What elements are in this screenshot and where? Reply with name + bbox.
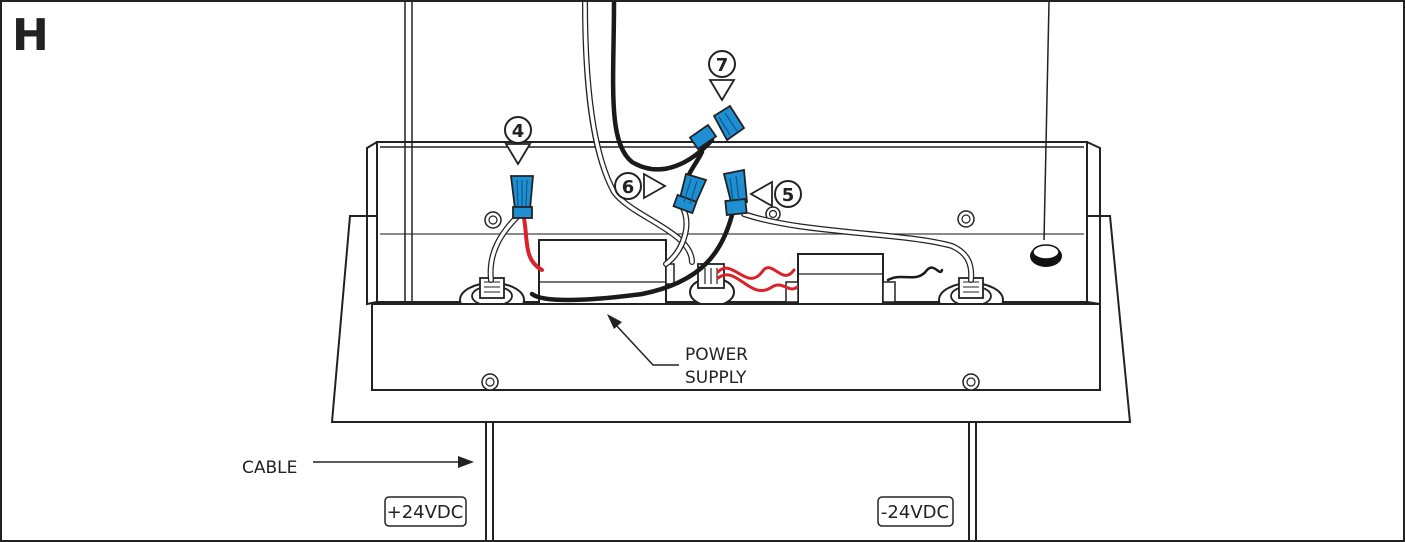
screw-back-right [957,210,975,228]
red-wire-terminal-2 [716,273,799,292]
cable-arrow [313,456,474,468]
black-wire-psu [529,212,735,303]
callout-5: 5 [749,180,802,208]
red-wire-terminal-1 [716,266,796,280]
wire-nut-5 [722,168,748,216]
callout-6: 6 [614,172,667,200]
panel-letter: H [12,10,49,61]
callout-5-number: 5 [782,185,795,206]
power-supply-unit [538,239,675,315]
wire-nut-6 [672,172,708,215]
transformer [785,253,896,310]
screw-front-right [962,373,980,391]
minus-voltage-text: -24VDC [881,502,949,523]
callout-4: 4 [504,116,532,166]
support-rod-right [1043,2,1050,241]
knurled-knob [1030,244,1062,267]
screw-back-left [484,211,502,229]
callout-6-number: 6 [622,177,635,198]
power-supply-leader [607,314,679,366]
cable-left [485,422,494,540]
callout-7-number: 7 [716,55,729,76]
cable-label: CABLE [242,458,297,478]
callout-4-number: 4 [512,121,525,142]
wire-nut-7 [688,104,746,151]
callout-7-pointer [708,79,736,102]
black-wire-transformer [886,266,944,282]
red-wire-psu [522,216,544,272]
wire-nut-4 [509,175,534,219]
callout-4-pointer [504,143,532,166]
callout-5-pointer [749,180,773,208]
plus-voltage-text: +24VDC [387,502,464,523]
cable-right [968,422,977,540]
callout-6-pointer [643,172,667,200]
plus-voltage-tag: +24VDC [384,496,467,527]
callout-7: 7 [708,50,736,102]
black-wire-incoming [610,2,715,172]
screw-front-left [481,373,499,391]
minus-voltage-tag: -24VDC [877,496,954,527]
power-supply-label-line1: POWER [685,345,748,365]
power-supply-label-line2: SUPPLY [685,368,747,388]
